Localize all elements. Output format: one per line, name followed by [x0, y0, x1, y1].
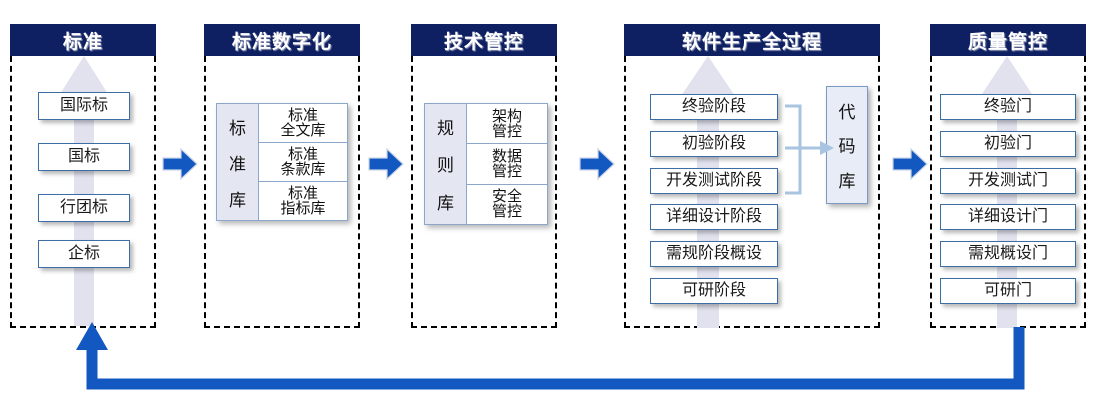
step-arrow-digitization-to-technical: [367, 145, 405, 183]
lib-side-char: 则: [437, 156, 454, 176]
list-item[interactable]: 国际标: [38, 92, 130, 120]
lib-row-line2: 管控: [491, 162, 522, 180]
panel-quality-control: 质量管控: [930, 24, 1086, 328]
panel-technical-control: 技术管控: [411, 24, 557, 328]
list-item[interactable]: 需规概设门: [940, 241, 1076, 267]
step-arrow-standards-to-digitization: [161, 145, 199, 183]
list-item[interactable]: 初验门: [940, 131, 1076, 157]
right-arrow-icon: [579, 147, 615, 181]
lib-row-line1: 标准: [287, 185, 318, 202]
code-repository-box[interactable]: 代 码 库: [826, 86, 868, 204]
list-item[interactable]: 终验阶段: [650, 94, 778, 120]
lib-side-char: 库: [229, 190, 246, 210]
lifecycle-flow-arrow-head: [681, 56, 735, 96]
panel-standards-digitization-header: 标准数字化: [204, 24, 360, 56]
lib-row-line2: 条款库: [280, 161, 326, 178]
rule-library-widget[interactable]: 规 则 库 架构 管控 数据 管控 安全 管控: [424, 103, 548, 225]
list-item[interactable]: 详细设计门: [940, 204, 1076, 230]
lib-side-char: 准: [229, 154, 246, 174]
list-item[interactable]: 行团标: [38, 194, 130, 222]
list-item[interactable]: 详细设计阶段: [650, 204, 778, 230]
lib-row-line2: 指标库: [280, 200, 326, 217]
panel-standards-header: 标准: [10, 24, 156, 56]
standards-flow-arrow-head: [60, 56, 108, 94]
list-item[interactable]: 需规阶段概设: [650, 241, 778, 267]
panel-technical-control-body: [411, 56, 557, 328]
panel-quality-control-header: 质量管控: [930, 24, 1086, 56]
lifecycle-to-repo-connector: [785, 104, 834, 195]
list-item[interactable]: 架构 管控: [467, 104, 547, 145]
lib-row-line2: 全文库: [280, 122, 326, 139]
list-item[interactable]: 国标: [38, 143, 130, 171]
lib-row-line2: 管控: [491, 122, 522, 140]
panel-software-production-lifecycle-body: [624, 56, 880, 328]
panel-standards-digitization-body: [204, 56, 360, 328]
repo-char: 码: [838, 137, 856, 157]
panel-standards-digitization: 标准数字化: [204, 24, 360, 328]
lib-row-line2: 管控: [491, 203, 522, 221]
panel-standards-body: [10, 56, 156, 328]
list-item[interactable]: 初验阶段: [650, 131, 778, 157]
lib-side-char: 库: [437, 193, 454, 213]
lib-row-line1: 安全: [491, 188, 522, 206]
step-arrow-technical-to-lifecycle: [578, 145, 616, 183]
right-arrow-icon: [892, 147, 928, 181]
lib-side-char: 标: [229, 118, 246, 138]
list-item[interactable]: 开发测试门: [940, 168, 1076, 194]
panel-technical-control-header: 技术管控: [411, 24, 557, 56]
right-arrow-icon: [162, 147, 198, 181]
list-item[interactable]: 可研阶段: [650, 278, 778, 304]
list-item[interactable]: 开发测试阶段: [650, 168, 778, 194]
lib-row-line1: 架构: [491, 107, 522, 125]
rule-library-rows: 架构 管控 数据 管控 安全 管控: [467, 104, 547, 224]
list-item[interactable]: 企标: [38, 240, 130, 268]
step-arrow-lifecycle-to-quality: [891, 145, 929, 183]
list-item[interactable]: 标准 指标库: [259, 182, 347, 220]
list-item[interactable]: 终验门: [940, 94, 1076, 120]
feedback-loop-arrow: [76, 322, 1025, 390]
panel-software-production-lifecycle: 软件生产全过程: [624, 24, 880, 328]
repo-char: 库: [838, 172, 856, 192]
repo-char: 代: [838, 102, 856, 122]
quality-flow-arrow-head: [982, 56, 1032, 94]
right-arrow-icon: [368, 147, 404, 181]
list-item[interactable]: 安全 管控: [467, 184, 547, 224]
lib-row-line1: 标准: [287, 107, 318, 124]
panel-standards: 标准: [10, 24, 156, 328]
standards-library-widget[interactable]: 标 准 库 标准 全文库 标准 条款库 标准 指标库: [216, 103, 348, 221]
list-item[interactable]: 数据 管控: [467, 144, 547, 185]
list-item[interactable]: 标准 条款库: [259, 143, 347, 182]
rule-library-side-label: 规 则 库: [425, 104, 467, 224]
lib-side-char: 规: [437, 119, 454, 139]
standards-library-side-label: 标 准 库: [217, 104, 259, 220]
lib-row-line1: 数据: [491, 147, 522, 165]
panel-software-production-lifecycle-header: 软件生产全过程: [624, 24, 880, 56]
lib-row-line1: 标准: [287, 146, 318, 163]
list-item[interactable]: 标准 全文库: [259, 104, 347, 143]
list-item[interactable]: 可研门: [940, 278, 1076, 304]
standards-library-rows: 标准 全文库 标准 条款库 标准 指标库: [259, 104, 347, 220]
